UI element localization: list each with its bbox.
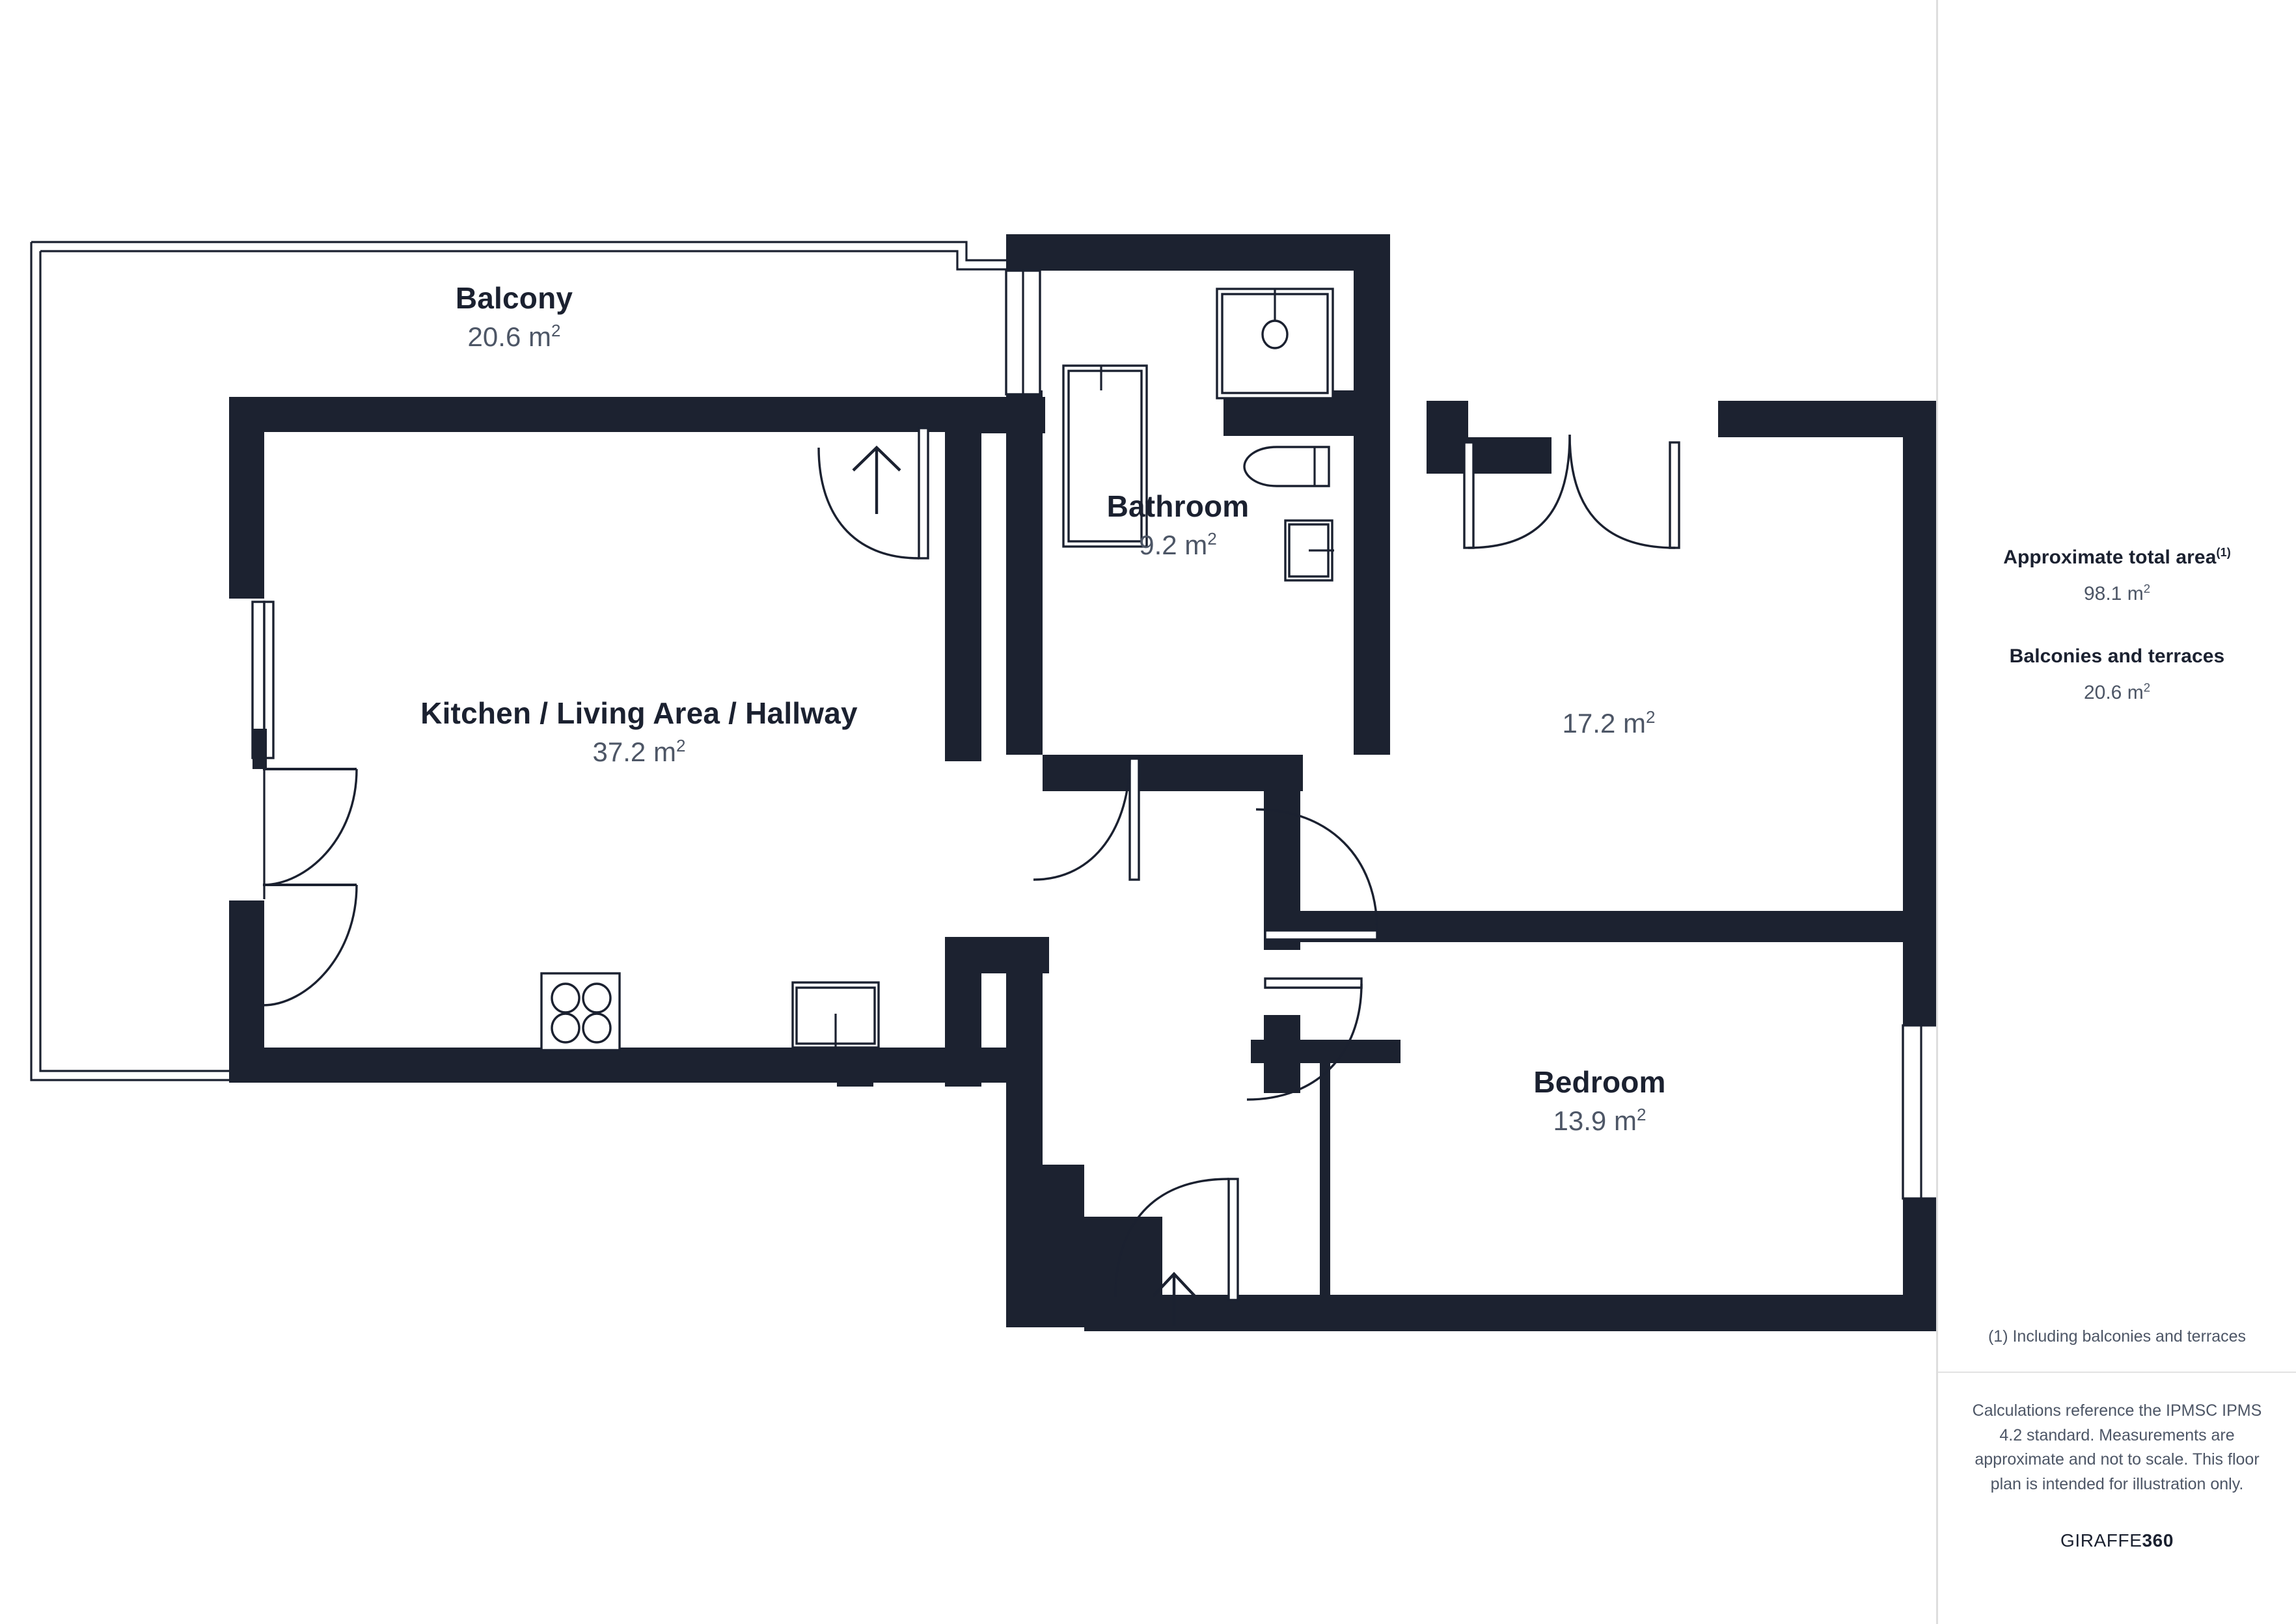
footnote-section: (1) Including balconies and terraces [1938, 1301, 2296, 1373]
room-label-room17: 17.2 m2 [1563, 703, 1656, 740]
room-label-bedroom: Bedroom 13.9 m2 [1533, 1064, 1665, 1137]
room-17-door[interactable] [1255, 808, 1378, 941]
room-name-bathroom: Bathroom [1106, 489, 1250, 523]
bathtub [1062, 364, 1148, 548]
balcony-french-doors[interactable] [251, 601, 358, 1007]
entry-arrow-top [852, 445, 901, 514]
balconies-label: Balconies and terraces [2009, 645, 2225, 667]
room-area-balcony: 20.6 m2 [467, 321, 561, 353]
main-entrance-door[interactable] [1114, 1178, 1239, 1326]
room-area-bedroom: 13.9 m2 [1553, 1105, 1647, 1137]
walls-refined [229, 397, 1162, 1327]
brand-name-light: GIRAFFE [2060, 1530, 2142, 1550]
room-area-room17: 17.2 m2 [1562, 707, 1656, 738]
stove-4-burner [540, 972, 621, 1051]
top-entry-door[interactable] [817, 427, 929, 560]
disclaimer-text: Calculations reference the IPMSC IPMS 4.… [1972, 1401, 2262, 1493]
floor-plan-drawing [30, 234, 1936, 1331]
bathroom-window [1005, 269, 1041, 396]
disclaimer-section: Calculations reference the IPMSC IPMS 4.… [1938, 1399, 2296, 1551]
balconies-value: 20.6 m2 [2083, 681, 2151, 703]
room-area-bathroom: 9.2 m2 [1139, 529, 1217, 561]
brand-name-bold: 360 [2142, 1530, 2174, 1550]
info-sidebar: Approximate total area(1) 98.1 m2 Balcon… [1936, 0, 2296, 1624]
room-label-balcony: Balcony 20.6 m2 [456, 280, 573, 353]
room-name-balcony: Balcony [455, 281, 573, 315]
total-area-label: Approximate total area(1) [2003, 546, 2231, 568]
bedroom-door[interactable] [1246, 977, 1363, 1101]
room-name-bedroom: Bedroom [1533, 1065, 1666, 1099]
total-area-value: 98.1 m2 [2083, 582, 2151, 604]
summary-spacer [1955, 605, 2279, 645]
room-label-bathroom: Bathroom 9.2 m2 [1107, 488, 1250, 562]
room-17-double-doors[interactable] [1463, 434, 1680, 549]
washbasin [1284, 519, 1334, 582]
room-area-kitchen: 37.2 m2 [592, 736, 686, 768]
room-label-kitchen: Kitchen / Living Area / Hallway 37.2 m2 [420, 695, 858, 768]
room-name-kitchen: Kitchen / Living Area / Hallway [420, 696, 858, 730]
shower-tray [1216, 288, 1334, 399]
kitchen-sink [791, 981, 880, 1049]
balcony-outline [30, 241, 1006, 1081]
bedroom-window [1902, 1024, 1936, 1200]
floor-plan-canvas: Balcony 20.6 m2 Kitchen / Living Area / … [30, 234, 1936, 1331]
giraffe360-logo: GIRAFFE360 [1960, 1530, 2274, 1551]
area-summary: Approximate total area(1) 98.1 m2 Balcon… [1938, 547, 2296, 704]
toilet [1243, 446, 1330, 487]
footnote-text: (1) Including balconies and terraces [1988, 1327, 2247, 1346]
bathroom-door[interactable] [1033, 757, 1140, 881]
entry-arrow-bottom [1152, 1271, 1196, 1326]
